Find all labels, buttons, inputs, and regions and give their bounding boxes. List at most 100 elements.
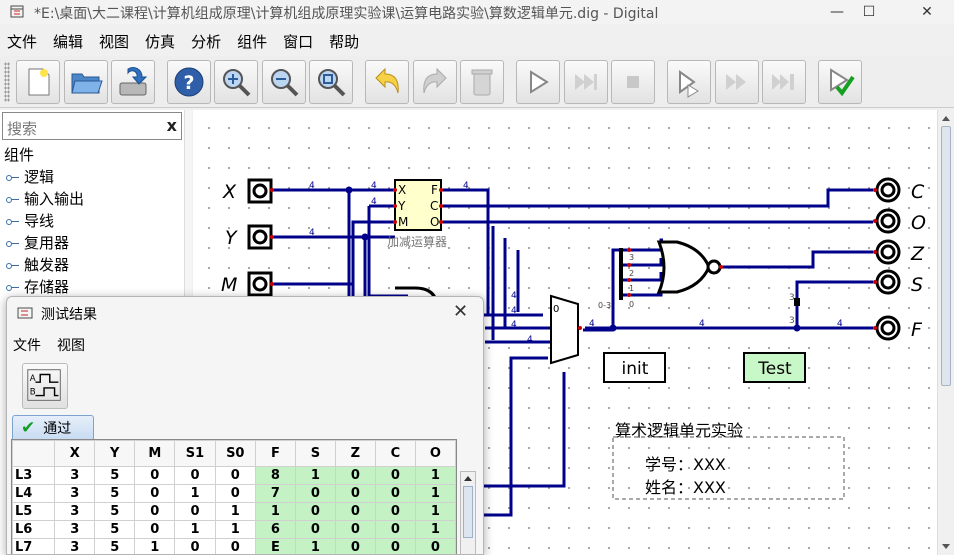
close-button[interactable]: ✕ <box>921 4 933 20</box>
cell-x: 3 <box>54 538 96 554</box>
cell-x: 3 <box>54 520 96 539</box>
run-tests-button[interactable] <box>818 60 862 104</box>
input-label-x: X <box>222 181 237 203</box>
cell-s0: 1 <box>214 520 256 539</box>
menu-help[interactable]: 帮助 <box>329 32 360 51</box>
cell-c: 0 <box>374 502 416 521</box>
menu-analyze[interactable]: 分析 <box>191 32 222 51</box>
dialog-menu-bar: 文件 视图 <box>13 335 101 355</box>
step-button[interactable] <box>564 60 608 104</box>
init-block[interactable]: init <box>603 352 666 383</box>
fast-run-button[interactable] <box>715 60 759 104</box>
cell-x: 3 <box>54 484 96 503</box>
adder-label: 加减运算器 <box>387 234 447 249</box>
canvas-scrollbar[interactable] <box>937 110 954 555</box>
table-row[interactable]: L5 3 5 0 0 1 1 0 0 0 1 <box>12 502 456 521</box>
menu-simulate[interactable]: 仿真 <box>145 32 176 51</box>
table-scrollbar[interactable] <box>460 471 476 554</box>
micro-step-button[interactable] <box>762 60 806 104</box>
bit-probe[interactable]: 3 3 <box>789 293 800 326</box>
undo-button[interactable] <box>365 60 409 104</box>
scroll-down-icon[interactable] <box>942 544 950 549</box>
bus-width-label: 4 <box>371 197 377 207</box>
scroll-thumb[interactable] <box>941 126 951 386</box>
dialog-close-button[interactable]: ✕ <box>453 301 469 322</box>
splitter[interactable]: 3 2 1 0 0-3 <box>598 248 634 310</box>
help-button[interactable]: ? <box>167 60 211 104</box>
output-pin-s[interactable]: S <box>873 269 923 296</box>
redo-icon <box>423 67 447 94</box>
cell-s1: 0 <box>174 538 216 554</box>
stop-icon <box>627 76 639 88</box>
dialog-menu-file[interactable]: 文件 <box>13 338 41 354</box>
component-search-input[interactable]: 搜索 x <box>2 112 182 140</box>
maximize-button[interactable]: ☐ <box>862 4 876 20</box>
zoom-out-button[interactable] <box>262 60 306 104</box>
input-pin-x[interactable]: X <box>222 178 274 204</box>
output-label-f: F <box>911 319 923 341</box>
tree-item-io[interactable]: 输入输出 <box>6 188 84 209</box>
toolbar-grip[interactable] <box>4 62 10 102</box>
table-row[interactable]: L4 3 5 0 1 0 7 0 0 0 1 <box>12 484 456 503</box>
multiplexer[interactable]: 0 <box>550 294 582 365</box>
menu-file[interactable]: 文件 <box>7 32 38 51</box>
column-header: X <box>54 440 96 467</box>
column-header: O <box>414 440 456 467</box>
tree-item-label: 导线 <box>24 212 55 230</box>
test-block[interactable]: Test <box>743 352 806 383</box>
cell-y: 5 <box>94 466 136 485</box>
menu-window[interactable]: 窗口 <box>283 32 314 51</box>
table-row[interactable]: L6 3 5 0 1 1 6 0 0 0 1 <box>12 520 456 539</box>
run-to-break-button[interactable] <box>667 60 711 104</box>
scroll-up-icon[interactable] <box>942 116 950 121</box>
output-pin-z[interactable]: Z <box>873 239 925 265</box>
input-pin-m[interactable]: M <box>221 271 274 297</box>
tree-item-logic[interactable]: 逻辑 <box>6 166 54 187</box>
search-placeholder: 搜索 <box>7 120 38 138</box>
open-button[interactable] <box>64 60 108 104</box>
delete-icon <box>471 69 493 96</box>
cell-m: 1 <box>134 538 176 554</box>
minimize-button[interactable]: — <box>830 4 844 20</box>
tree-item-memory[interactable]: 存储器 <box>6 276 69 297</box>
zoom-in-button[interactable] <box>214 60 258 104</box>
stop-button[interactable] <box>611 60 655 104</box>
save-button[interactable] <box>111 60 155 104</box>
wire-junction <box>345 186 353 194</box>
adder-subtractor[interactable]: X Y M F C O 加减运算器 <box>387 179 447 249</box>
clear-search-icon[interactable]: x <box>166 116 177 135</box>
app-icon <box>10 5 24 18</box>
menu-view[interactable]: 视图 <box>99 32 130 51</box>
scroll-up-icon[interactable] <box>464 476 472 481</box>
tree-item-wires[interactable]: 导线 <box>6 210 54 231</box>
nor-gate[interactable] <box>656 240 723 294</box>
output-label-c: C <box>911 181 925 203</box>
scroll-thumb[interactable] <box>463 486 473 538</box>
tree-root-components[interactable]: 组件 <box>4 146 35 164</box>
tree-item-flipflops[interactable]: 触发器 <box>6 254 69 275</box>
delete-button[interactable] <box>460 60 504 104</box>
dialog-menu-view[interactable]: 视图 <box>57 338 85 354</box>
table-row[interactable]: L3 3 5 0 0 0 8 1 0 0 1 <box>12 466 456 485</box>
output-pin-c[interactable]: C <box>873 177 925 203</box>
tab-passed[interactable]: ✔ 通过 <box>12 415 94 439</box>
open-icon <box>71 73 103 94</box>
output-pin-o[interactable]: O <box>873 208 926 234</box>
timing-diagram-button[interactable]: A B <box>22 363 68 409</box>
wire-junction <box>361 233 369 241</box>
zoom-fit-button[interactable] <box>309 60 353 104</box>
input-pin-y[interactable]: Y <box>225 224 274 250</box>
new-button[interactable] <box>16 60 60 104</box>
menu-edit[interactable]: 编辑 <box>53 32 84 51</box>
tree-item-mux[interactable]: 复用器 <box>6 232 69 253</box>
toolbar: ? <box>0 56 954 108</box>
input-label-y: Y <box>225 227 238 249</box>
run-to-break-icon <box>679 70 699 98</box>
menu-components[interactable]: 组件 <box>237 32 268 51</box>
table-row[interactable]: L7 3 5 1 0 0 E 1 0 0 0 <box>12 538 456 554</box>
cell-s: 0 <box>294 502 336 521</box>
output-pin-f[interactable]: F <box>873 315 923 341</box>
run-button[interactable] <box>516 60 560 104</box>
probe-label: 3 <box>789 293 795 303</box>
redo-button[interactable] <box>413 60 457 104</box>
